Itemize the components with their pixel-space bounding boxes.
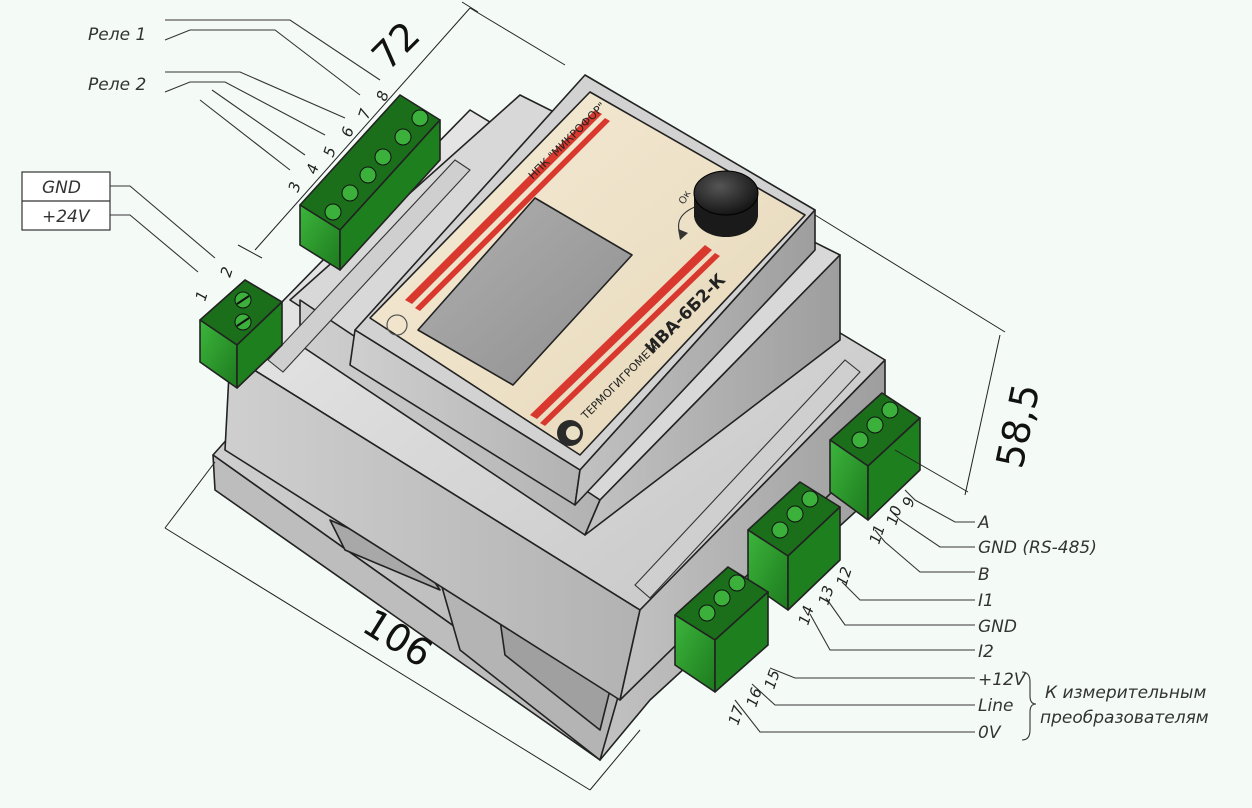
terminal-block-relays (299, 94, 441, 271)
pin-number: 12 (833, 565, 856, 589)
label-rs485-gnd: GND (RS-485) (978, 538, 1097, 558)
dimension-height: 58,5 (988, 380, 1049, 472)
label-relay-1: Реле 1 (88, 25, 146, 45)
terminal-block-power (199, 279, 283, 389)
pin-number: 4 (303, 162, 323, 177)
terminal-block-inputs (747, 481, 841, 611)
label-power-24v: +24V (42, 207, 91, 227)
label-power-gnd: GND (42, 178, 81, 198)
pin-number: 17 (725, 703, 748, 727)
pin-number: 6 (338, 125, 358, 140)
terminal-block-sensor (674, 566, 769, 693)
label-relay-2: Реле 2 (88, 75, 146, 95)
pin-number: 1 (192, 289, 212, 304)
leader-lines (110, 19, 1037, 741)
label-sensor-12v: +12V (978, 670, 1027, 690)
label-input-i2: I2 (978, 642, 994, 662)
terminal-block-rs485 (829, 392, 921, 521)
pin-numbers: 1 2 3 4 5 6 7 8 9 10 11 12 13 14 15 16 1… (192, 89, 919, 728)
dimension-lines (164, 1, 1006, 791)
label-sensor-0v: 0V (978, 723, 1002, 743)
pin-number: 9 (899, 495, 919, 510)
pin-number: 5 (320, 145, 340, 160)
label-rs485-b: B (978, 565, 990, 585)
pin-number: 14 (795, 604, 818, 628)
pin-number: 10 (883, 504, 906, 528)
pin-number: 8 (373, 89, 393, 104)
certification-mark-icon (386, 314, 408, 336)
label-sensor-group-2: преобразователям (1040, 708, 1209, 728)
control-knob[interactable] (693, 170, 759, 237)
pin-number: 13 (815, 584, 838, 608)
front-panel: НПК "МИКРОФОР" ТЕРМОГИГРОМЕТР ИВА-6Б2-К … (369, 91, 806, 456)
label-sensor-group-1: К измерительным (1045, 683, 1206, 703)
label-sensor-line: Line (978, 696, 1013, 716)
pin-number: 15 (761, 668, 784, 692)
label-input-gnd: GND (978, 617, 1017, 637)
dimension-depth: 72 (363, 13, 428, 78)
label-rs485-a: A (977, 513, 990, 533)
pin-number: 2 (217, 265, 237, 280)
pin-number: 7 (355, 106, 375, 121)
pin-number: 3 (285, 180, 305, 195)
pin-number: 16 (743, 686, 766, 710)
pin-number: 11 (866, 523, 889, 547)
power-label-table (21, 171, 111, 231)
label-input-i1: I1 (978, 591, 994, 611)
lcd-screen (417, 197, 633, 386)
